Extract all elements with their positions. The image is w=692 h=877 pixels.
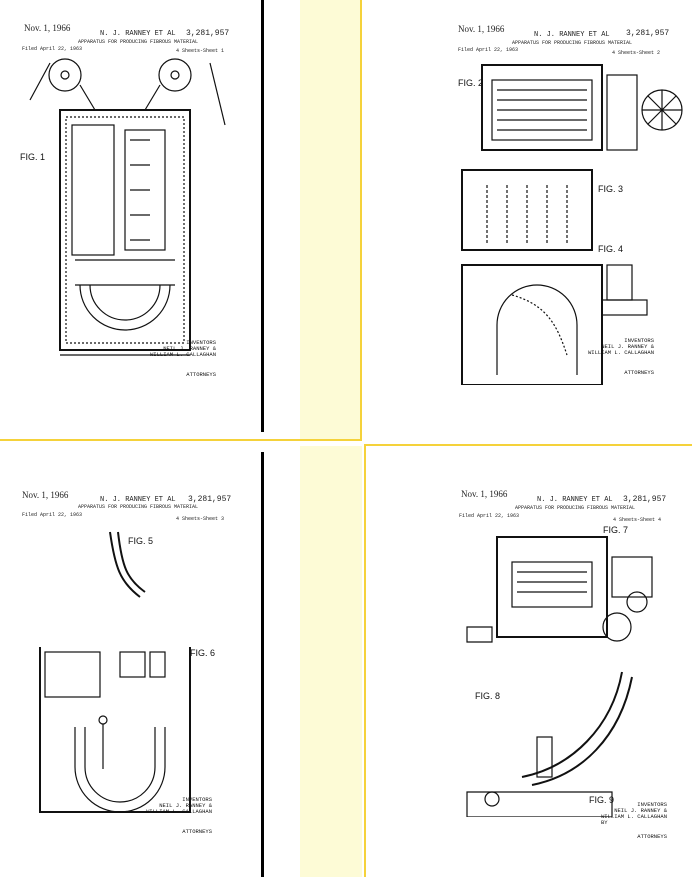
attorneys-label: ATTORNEYS [146, 829, 212, 835]
margin-strip-top [300, 0, 360, 440]
inventors-block: INVENTORS NEIL J. RANNEY & WILLIAM L. CA… [146, 797, 212, 835]
filed-date: Filed April 22, 1963 [458, 47, 518, 53]
patent-number: 3,281,957 [186, 29, 229, 38]
inventors-names: WILLIAM L. CALLAGHAN [601, 814, 667, 820]
sheet-count: 4 Sheets-Sheet 1 [176, 48, 224, 54]
sheet-date: Nov. 1, 1966 [458, 24, 504, 34]
sheet-title: APPARATUS FOR PRODUCING FIBROUS MATERIAL [512, 40, 632, 46]
sheet-title: APPARATUS FOR PRODUCING FIBROUS MATERIAL [78, 504, 198, 510]
fig-5-6-drawings [30, 527, 230, 827]
patent-number: 3,281,957 [623, 495, 666, 504]
filed-date: Filed April 22, 1963 [22, 46, 82, 52]
selection-border-h1 [0, 439, 362, 441]
sheet-title: APPARATUS FOR PRODUCING FIBROUS MATERIAL [515, 505, 635, 511]
patent-number: 3,281,957 [626, 29, 669, 38]
fig-1-drawing [20, 55, 240, 375]
inventors-names: WILLIAM L. CALLAGHAN [150, 352, 216, 358]
patent-sheet-4: Nov. 1, 1966 N. J. RANNEY ET AL 3,281,95… [367, 447, 692, 877]
sheet-inventor: N. J. RANNEY ET AL [100, 30, 176, 38]
inventors-names: WILLIAM L. CALLAGHAN [588, 350, 654, 356]
sheet-inventor: N. J. RANNEY ET AL [100, 496, 176, 504]
patent-sheet-2: Nov. 1, 1966 N. J. RANNEY ET AL 3,281,95… [362, 0, 692, 438]
selection-border-h2 [364, 444, 692, 446]
attorneys-label: ATTORNEYS [588, 370, 654, 376]
attorneys-label: ATTORNEYS [150, 372, 216, 378]
patent-sheet-3: Nov. 1, 1966 N. J. RANNEY ET AL 3,281,95… [0, 452, 260, 877]
inventors-block: INVENTORS NEIL J. RANNEY & WILLIAM L. CA… [150, 340, 216, 378]
margin-strip-bottom [300, 446, 362, 877]
sheet-date: Nov. 1, 1966 [461, 489, 507, 499]
filed-date: Filed April 22, 1963 [459, 513, 519, 519]
sheet-inventor: N. J. RANNEY ET AL [537, 496, 613, 504]
inventors-block: INVENTORS NEIL J. RANNEY & WILLIAM L. CA… [588, 338, 654, 376]
fig-7-9-drawings [462, 527, 692, 817]
patent-number: 3,281,957 [188, 495, 231, 504]
sheet-count: 4 Sheets-Sheet 4 [613, 517, 661, 523]
inventors-block: INVENTORS NEIL J. RANNEY & WILLIAM L. CA… [601, 802, 667, 840]
sheet-date: Nov. 1, 1966 [22, 490, 68, 500]
attorneys-label: ATTORNEYS [601, 834, 667, 840]
selection-border-v2 [364, 444, 366, 877]
filed-date: Filed April 22, 1963 [22, 512, 82, 518]
sheet-title: APPARATUS FOR PRODUCING FIBROUS MATERIAL [78, 39, 198, 45]
fig-2-4-drawings [457, 55, 687, 385]
by-label: BY [601, 820, 667, 826]
page-divider-top [261, 0, 264, 432]
sheet-inventor: N. J. RANNEY ET AL [534, 31, 610, 39]
page-divider-bottom [261, 452, 264, 877]
patent-sheet-1: Nov. 1, 1966 N. J. RANNEY ET AL 3,281,95… [0, 0, 260, 438]
sheet-date: Nov. 1, 1966 [24, 23, 70, 33]
sheet-count: 4 Sheets-Sheet 3 [176, 516, 224, 522]
inventors-names: WILLIAM L. CALLAGHAN [146, 809, 212, 815]
